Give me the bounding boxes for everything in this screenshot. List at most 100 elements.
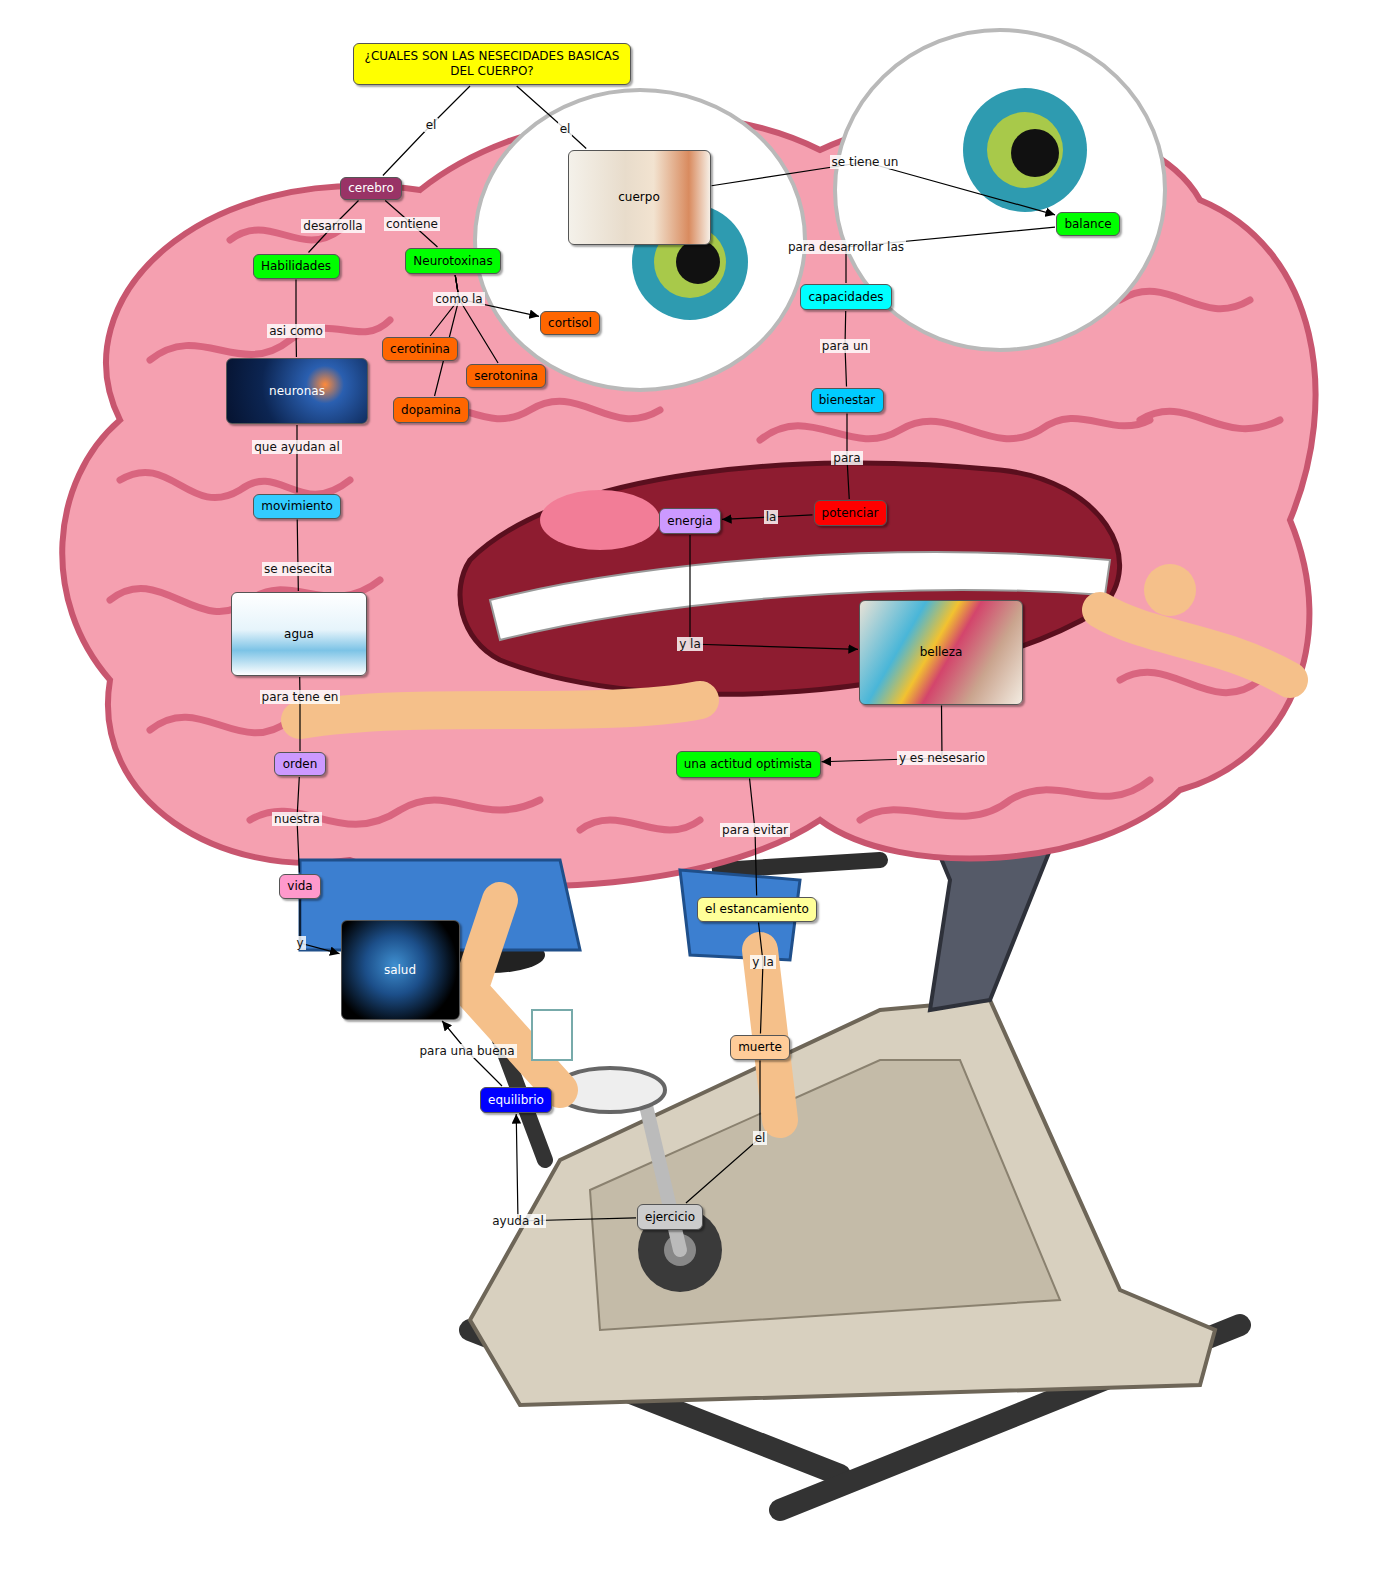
brain-body bbox=[150, 320, 390, 360]
concept-box: potenciar bbox=[814, 500, 887, 526]
rider-body bbox=[532, 1010, 572, 1060]
brain-eyes bbox=[676, 240, 720, 284]
link-label: contiene bbox=[384, 217, 440, 231]
link-label: para bbox=[831, 451, 862, 465]
node-text: agua bbox=[284, 627, 314, 642]
link-label: el bbox=[558, 122, 573, 136]
concept-box: movimiento bbox=[253, 494, 341, 519]
link-line bbox=[517, 86, 587, 149]
rider-body bbox=[1144, 564, 1196, 616]
link-label: ayuda al bbox=[490, 1214, 546, 1228]
concept-box: ejercicio bbox=[637, 1204, 703, 1230]
concept-box: cortisol bbox=[540, 311, 600, 335]
link-label: y bbox=[294, 936, 305, 950]
concept-box: vida bbox=[279, 874, 321, 899]
rider-body bbox=[470, 900, 560, 1090]
link-line bbox=[296, 425, 297, 493]
node-text: Habilidades bbox=[261, 259, 331, 274]
brain-eyes bbox=[963, 88, 1087, 212]
brain-body bbox=[760, 418, 1150, 440]
link-label: como la bbox=[433, 292, 484, 306]
node-text: dopamina bbox=[401, 403, 461, 418]
link-label: se nesecita bbox=[262, 562, 334, 576]
image-box: agua bbox=[231, 592, 367, 676]
link-line bbox=[300, 900, 340, 954]
bike-base bbox=[470, 1000, 1215, 1405]
node-text: el estancamiento bbox=[705, 902, 809, 917]
concept-box: serotonina bbox=[466, 364, 546, 388]
node-text: equilibrio bbox=[488, 1093, 544, 1108]
brain-eyes bbox=[987, 112, 1063, 188]
concept-box: el estancamiento bbox=[697, 897, 817, 922]
image-box: neuronas bbox=[226, 358, 368, 424]
node-text: belleza bbox=[920, 645, 963, 660]
node-text: balance bbox=[1064, 217, 1111, 232]
node-text: muerte bbox=[738, 1040, 782, 1055]
link-label: se tiene un bbox=[830, 155, 901, 169]
image-box: belleza bbox=[859, 600, 1023, 705]
link-line bbox=[690, 535, 858, 649]
node-text: bienestar bbox=[819, 393, 876, 408]
image-box: cuerpo bbox=[568, 150, 711, 245]
concept-box: dopamina bbox=[393, 397, 469, 423]
brain-body bbox=[1120, 291, 1250, 308]
link-label: para tene en bbox=[260, 690, 341, 704]
rider-body bbox=[300, 700, 700, 720]
brain-body bbox=[1140, 411, 1280, 428]
link-label: la bbox=[764, 510, 779, 524]
link-label: asi como bbox=[267, 324, 325, 338]
link-label: que ayudan al bbox=[252, 440, 342, 454]
link-line bbox=[516, 1114, 636, 1221]
link-label: y la bbox=[677, 637, 703, 651]
node-text: Neurotoxinas bbox=[413, 254, 492, 269]
node-text: cerotinina bbox=[390, 342, 450, 357]
concept-box: balance bbox=[1056, 212, 1120, 236]
link-line bbox=[686, 1061, 760, 1204]
image-box: salud bbox=[341, 920, 460, 1020]
link-label: para evitar bbox=[720, 823, 790, 837]
concept-box: cerebro bbox=[340, 177, 402, 200]
concept-box: muerte bbox=[730, 1035, 790, 1060]
node-text: cerebro bbox=[348, 181, 394, 196]
node-text: movimiento bbox=[261, 499, 333, 514]
link-line bbox=[295, 280, 297, 358]
node-text: salud bbox=[384, 963, 416, 978]
link-line bbox=[759, 923, 763, 1034]
link-label: y la bbox=[750, 955, 776, 969]
link-line bbox=[383, 86, 470, 176]
link-line bbox=[846, 227, 1055, 283]
link-label: para un bbox=[820, 339, 870, 353]
node-text: ¿CUALES SON LAS NESECIDADES BASICAS DEL … bbox=[361, 49, 623, 79]
brain-eyes bbox=[1011, 129, 1059, 177]
concept-box: Habilidades bbox=[253, 254, 340, 279]
link-line bbox=[299, 677, 301, 751]
question-box: ¿CUALES SON LAS NESECIDADES BASICAS DEL … bbox=[353, 43, 631, 85]
node-text: potenciar bbox=[822, 506, 879, 521]
concept-box: una actitud optimista bbox=[676, 751, 821, 778]
link-line bbox=[455, 275, 498, 363]
brain-body bbox=[580, 820, 700, 830]
node-text: energia bbox=[667, 514, 712, 529]
link-label: el bbox=[753, 1131, 768, 1145]
concept-box: equilibrio bbox=[480, 1087, 552, 1113]
node-text: una actitud optimista bbox=[684, 757, 812, 772]
link-label: para una buena bbox=[417, 1044, 516, 1058]
link-label: para desarrollar las bbox=[786, 240, 906, 254]
concept-box: Neurotoxinas bbox=[405, 248, 501, 274]
node-text: ejercicio bbox=[645, 1210, 695, 1225]
node-text: neuronas bbox=[269, 384, 325, 399]
link-label: el bbox=[424, 118, 439, 132]
brain-body bbox=[860, 780, 1150, 820]
concept-box: bienestar bbox=[811, 388, 884, 413]
node-text: serotonina bbox=[474, 369, 538, 384]
link-label: desarrolla bbox=[301, 219, 364, 233]
concept-box: capacidades bbox=[800, 284, 892, 310]
node-text: vida bbox=[287, 879, 312, 894]
link-label: nuestra bbox=[272, 812, 322, 826]
link-label: y es nesesario bbox=[897, 751, 987, 765]
brain-mouth bbox=[540, 490, 660, 550]
node-text: capacidades bbox=[808, 290, 883, 305]
concept-box: energia bbox=[659, 508, 721, 534]
link-line bbox=[297, 520, 298, 592]
